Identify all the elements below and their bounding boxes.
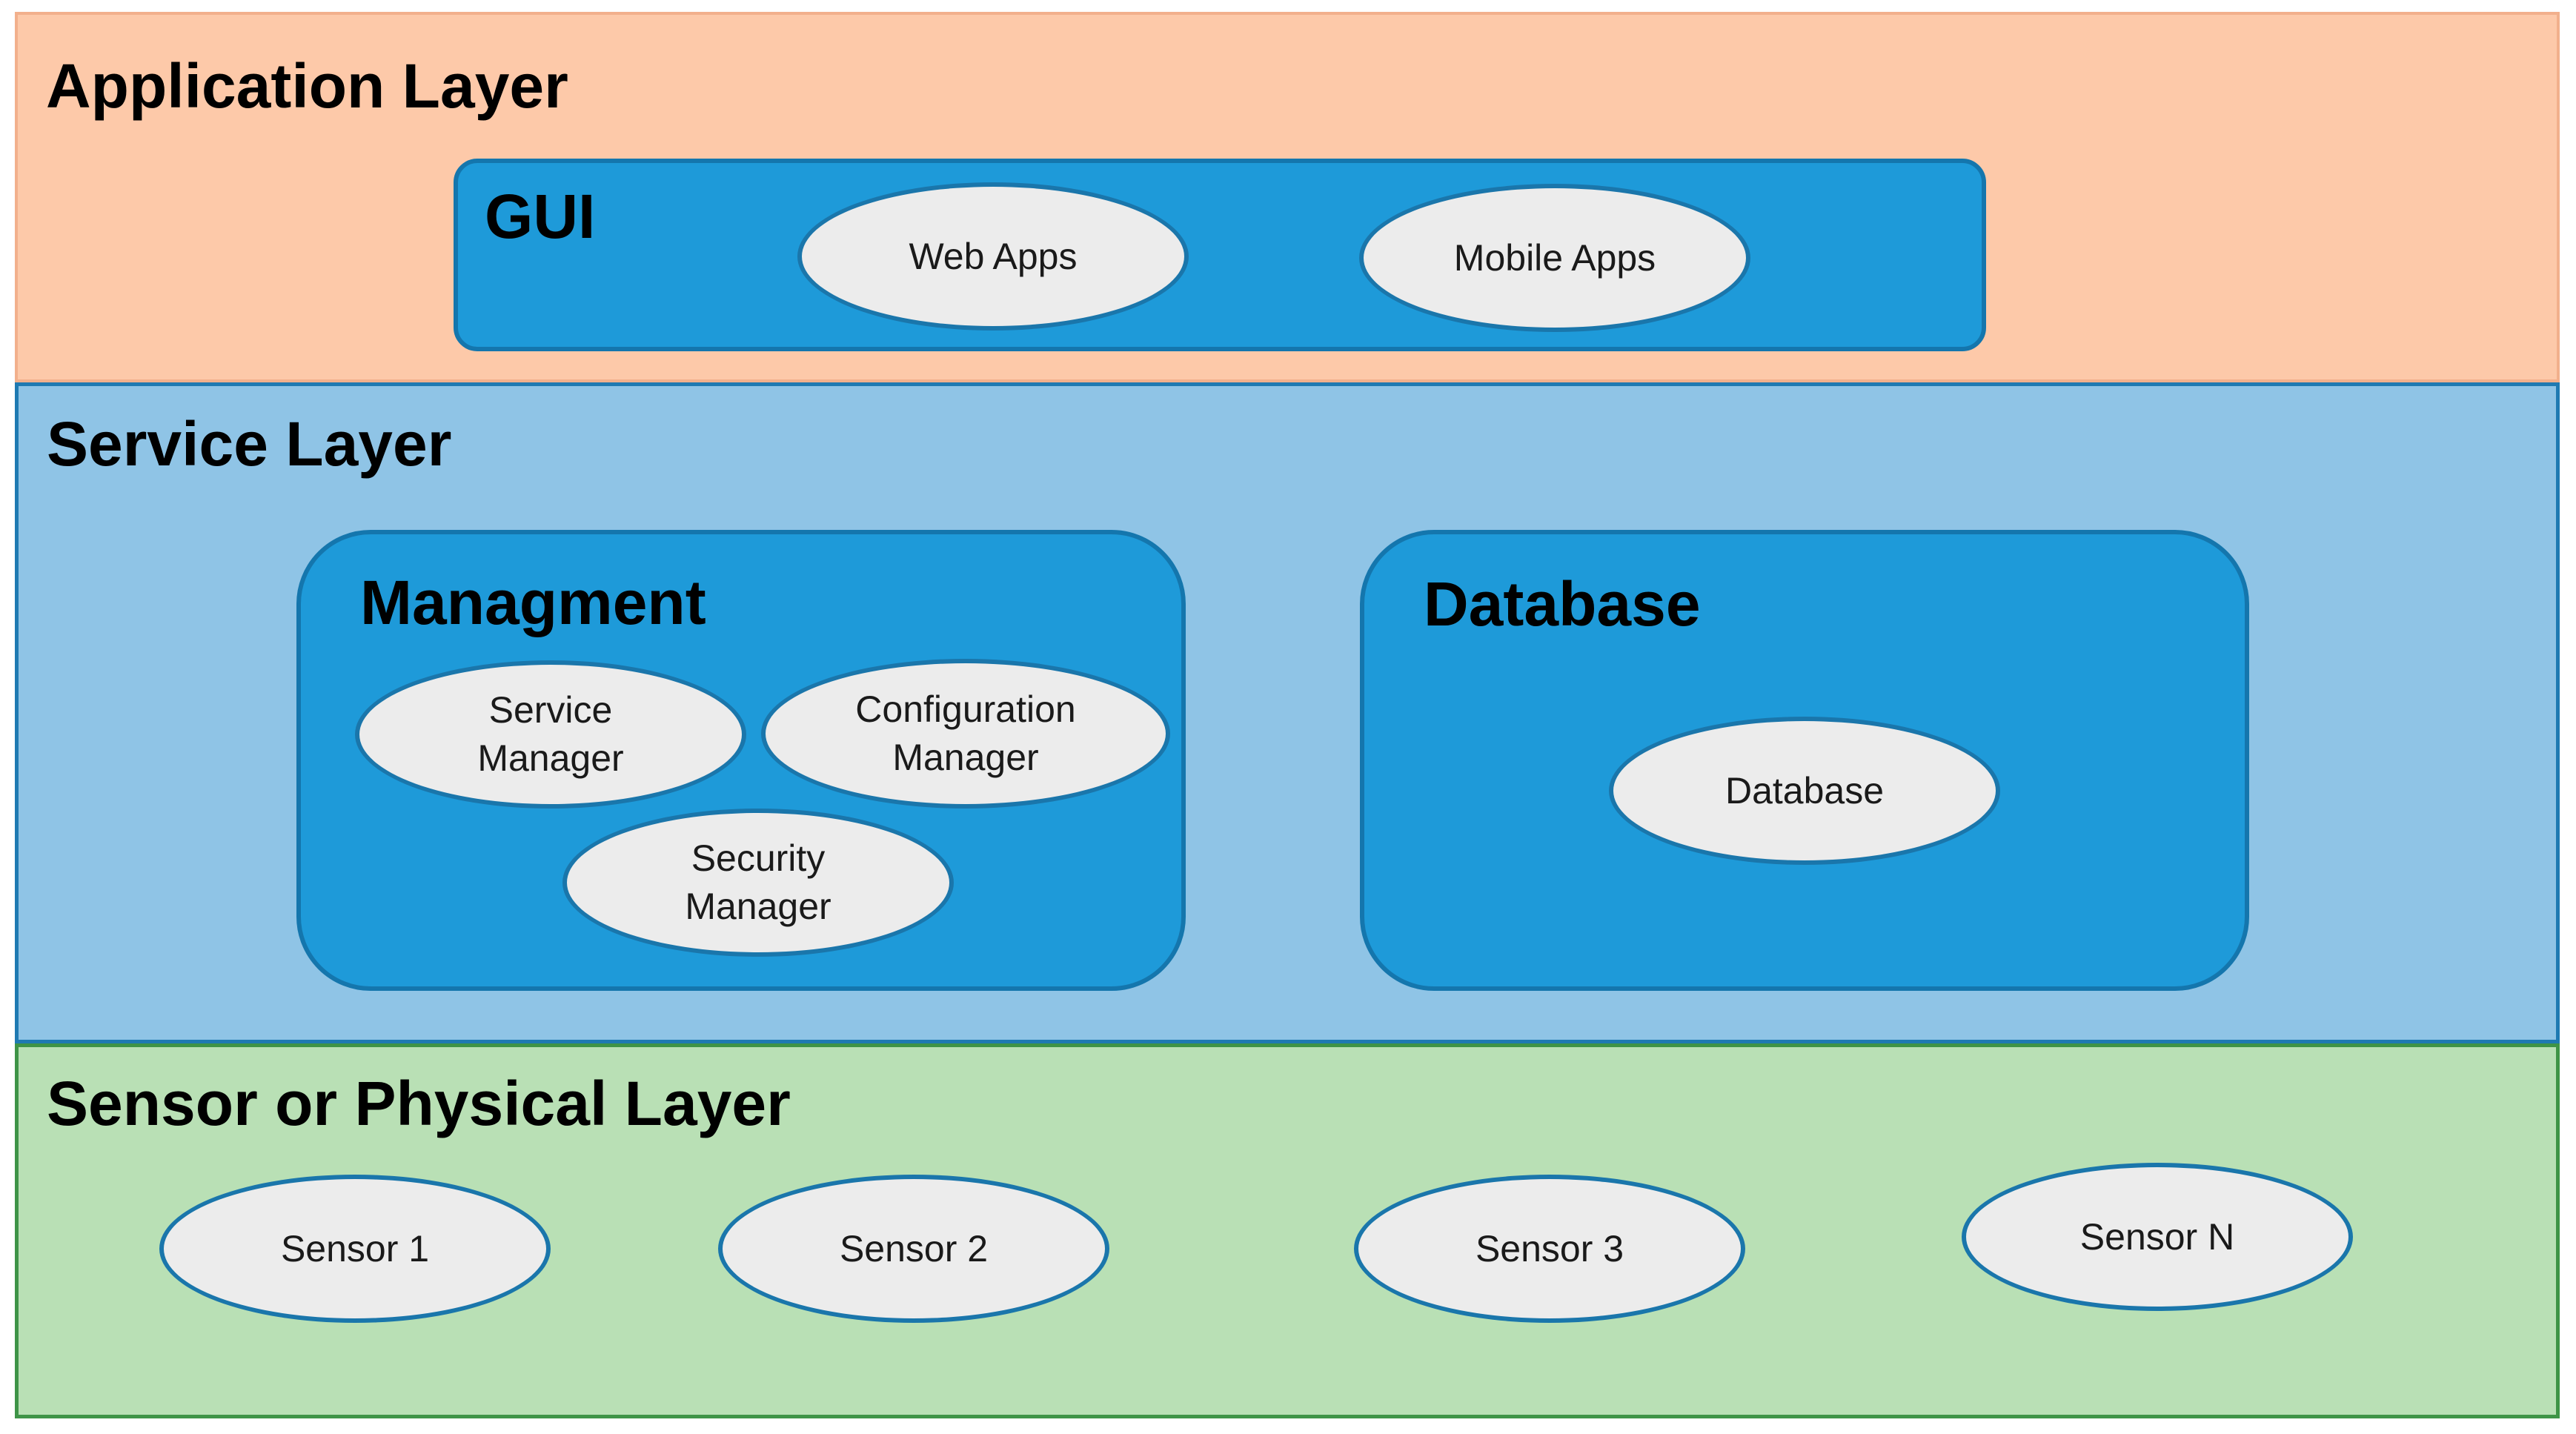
sensor-1-node: Sensor 1 [159, 1175, 551, 1323]
database-node: Database [1609, 717, 2000, 865]
sensor-layer-title: Sensor or Physical Layer [47, 1069, 791, 1138]
security-manager-node: Security Manager [562, 809, 954, 957]
web-apps-label: Web Apps [909, 235, 1078, 277]
management-title: Managment [360, 568, 706, 637]
service-layer-title: Service Layer [47, 409, 452, 479]
service-layer: Service Layer Managment Service Manager … [15, 382, 2560, 1043]
sensor-2-node: Sensor 2 [718, 1175, 1109, 1323]
database-title: Database [1424, 569, 1701, 639]
sensor-n-node: Sensor N [1962, 1163, 2353, 1311]
sensor-1-label: Sensor 1 [280, 1227, 430, 1269]
sensor-3-node: Sensor 3 [1354, 1175, 1745, 1323]
web-apps-node: Web Apps [797, 182, 1189, 331]
database-node-label: Database [1724, 769, 1885, 811]
mobile-apps-label: Mobile Apps [1453, 236, 1656, 279]
service-manager-node: Service Manager [355, 660, 746, 809]
gui-title: GUI [485, 182, 596, 251]
sensor-layer: Sensor or Physical Layer Sensor 1 Sensor… [15, 1043, 2560, 1418]
application-layer-title: Application Layer [46, 51, 568, 121]
application-layer: Application Layer GUI Web Apps Mobile Ap… [15, 12, 2560, 382]
configuration-manager-label: Configuration Manager [855, 688, 1076, 778]
gui-group: GUI [454, 159, 1986, 351]
service-manager-label: Service Manager [477, 689, 624, 779]
security-manager-label: Security Manager [685, 837, 831, 927]
sensor-3-label: Sensor 3 [1475, 1227, 1624, 1269]
mobile-apps-node: Mobile Apps [1359, 184, 1750, 332]
sensor-n-label: Sensor N [2079, 1215, 2235, 1258]
sensor-2-label: Sensor 2 [839, 1227, 989, 1269]
configuration-manager-node: Configuration Manager [761, 659, 1170, 809]
